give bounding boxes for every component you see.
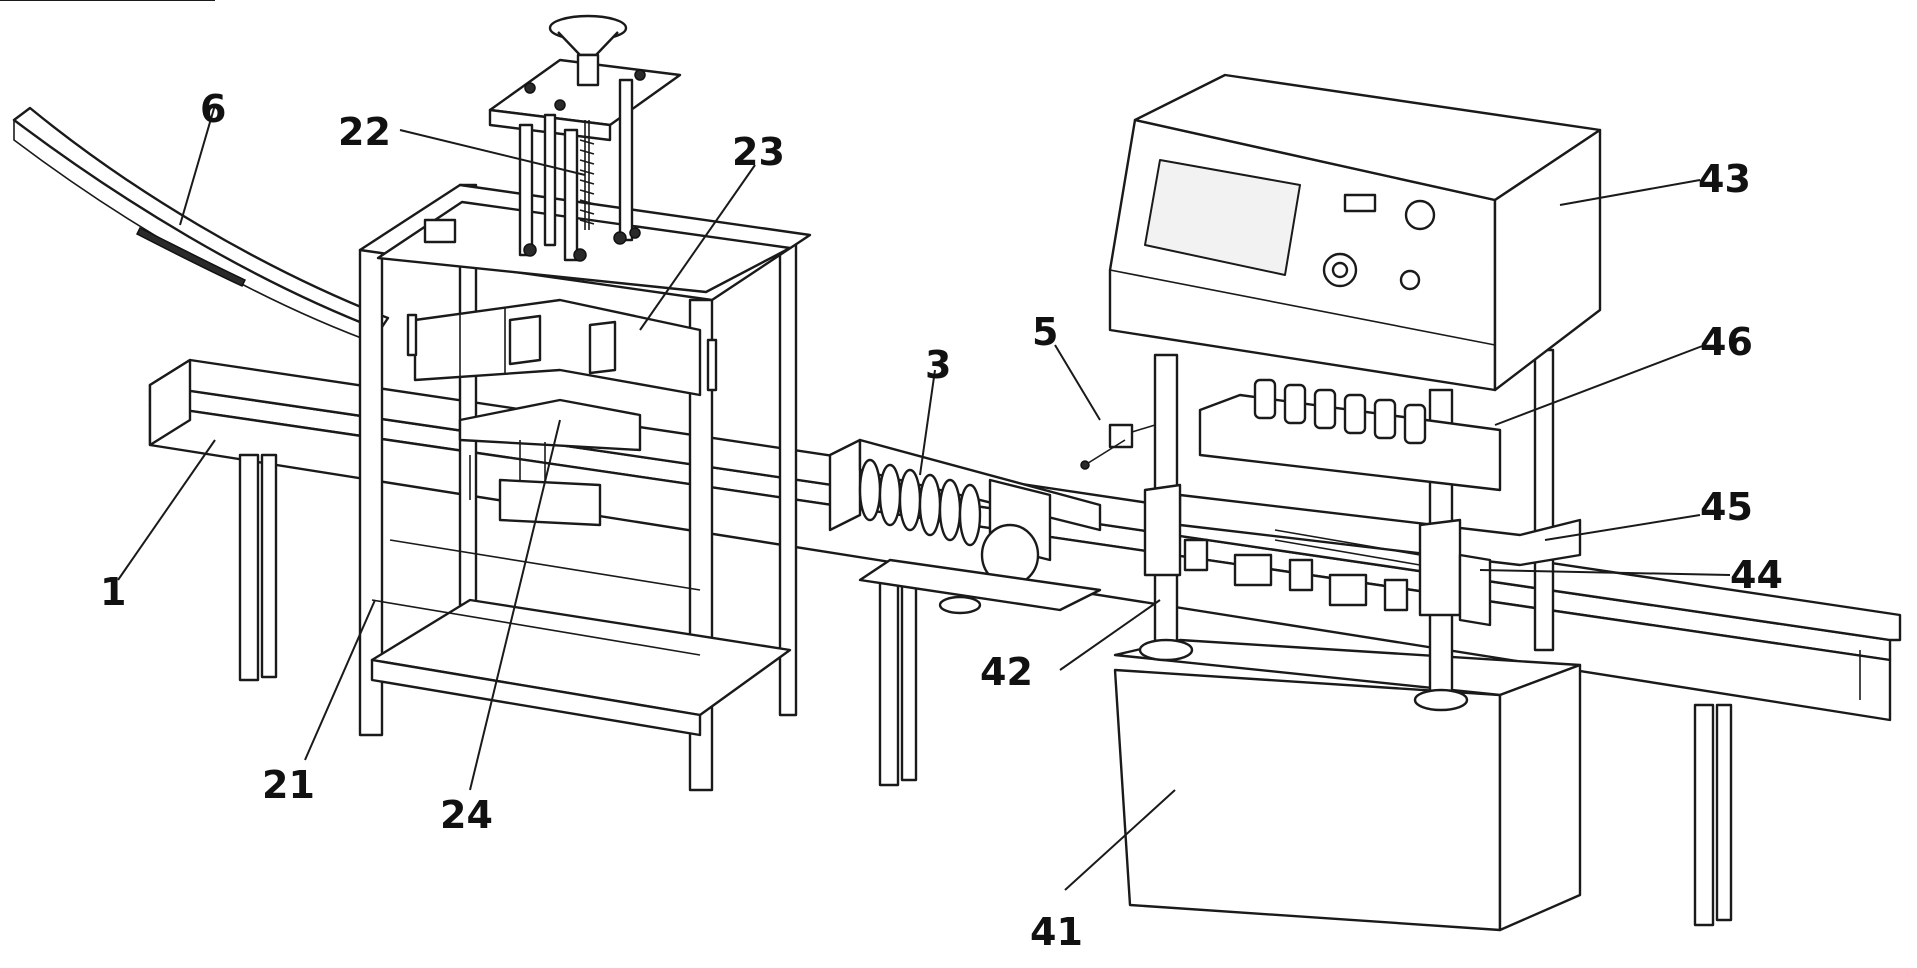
label-1: 1 [100, 570, 126, 614]
label-21: 21 [262, 763, 315, 807]
label-44: 44 [1730, 553, 1783, 597]
label-5: 5 [1032, 310, 1058, 354]
sensor-5 [1081, 425, 1155, 469]
label-23: 23 [732, 130, 785, 174]
label-24: 24 [440, 793, 493, 837]
label-3: 3 [925, 343, 951, 387]
label-22: 22 [338, 110, 391, 154]
label-45: 45 [1700, 485, 1753, 529]
label-46: 46 [1700, 320, 1753, 364]
label-6: 6 [200, 87, 226, 131]
label-42: 42 [980, 650, 1033, 694]
feed-chute [14, 108, 388, 345]
filling-machine [1110, 75, 1600, 930]
label-41: 41 [1030, 910, 1083, 954]
label-43: 43 [1698, 157, 1751, 201]
